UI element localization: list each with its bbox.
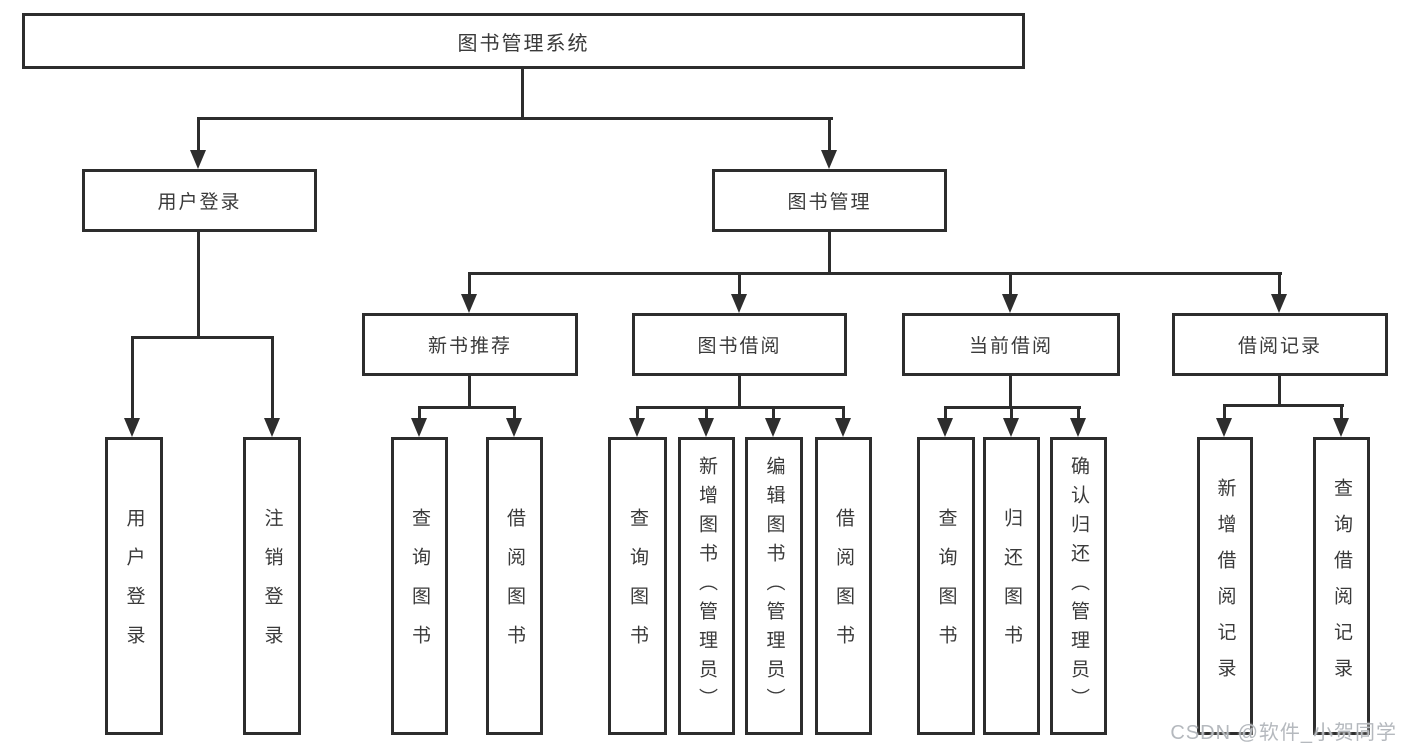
leaf-label: 确认归还（管理员） — [1068, 455, 1089, 717]
connector-line — [1278, 272, 1281, 296]
node-user-login: 用户登录 — [82, 169, 317, 232]
connector-line — [271, 336, 274, 421]
connector-line — [1010, 406, 1013, 420]
connector-line — [636, 406, 639, 420]
node-borrowing-records-label: 借阅记录 — [1237, 336, 1322, 357]
connector-line — [521, 69, 524, 120]
node-borrowing-records: 借阅记录 — [1172, 313, 1388, 376]
leaf-label: 查询图书 — [627, 508, 648, 664]
leaf-label: 查询图书 — [409, 508, 430, 664]
connector-line — [197, 117, 200, 152]
connector-line — [468, 272, 471, 296]
node-book-management-label: 图书管理 — [787, 192, 872, 213]
arrow-down-icon — [629, 418, 645, 437]
arrow-down-icon — [506, 418, 522, 437]
connector-line — [197, 117, 833, 120]
node-root: 图书管理系统 — [22, 13, 1025, 69]
connector-line — [705, 406, 708, 420]
node-current-borrowing: 当前借阅 — [902, 313, 1120, 376]
leaf-borrow-books-recommend: 借阅图书 — [486, 437, 543, 735]
leaf-label: 新增图书（管理员） — [696, 455, 717, 717]
leaf-add-borrow-record: 新增借阅记录 — [1197, 437, 1253, 735]
leaf-add-books-admin: 新增图书（管理员） — [678, 437, 735, 735]
arrow-down-icon — [765, 418, 781, 437]
connector-line — [1278, 376, 1281, 406]
connector-line — [828, 117, 831, 152]
leaf-confirm-return-admin: 确认归还（管理员） — [1050, 437, 1107, 735]
connector-line — [513, 406, 516, 420]
leaf-label: 查询借阅记录 — [1331, 478, 1352, 694]
arrow-down-icon — [1003, 418, 1019, 437]
leaf-label: 编辑图书（管理员） — [763, 455, 785, 717]
arrow-down-icon — [1216, 418, 1232, 437]
leaf-label: 用户登录 — [123, 508, 145, 664]
arrow-down-icon — [1070, 418, 1086, 437]
connector-line — [1009, 272, 1012, 296]
node-book-borrowing-label: 图书借阅 — [697, 336, 782, 357]
connector-line — [944, 406, 947, 420]
leaf-query-books-current: 查询图书 — [917, 437, 975, 735]
arrow-down-icon — [937, 418, 953, 437]
connector-line — [468, 272, 1282, 275]
connector-line — [738, 272, 741, 296]
connector-line — [738, 376, 741, 408]
node-new-book-recommend-label: 新书推荐 — [427, 336, 512, 357]
leaf-return-books: 归还图书 — [983, 437, 1040, 735]
leaf-label: 归还图书 — [1001, 508, 1022, 664]
connector-line — [1223, 404, 1344, 407]
connector-line — [636, 406, 845, 409]
leaf-edit-books-admin: 编辑图书（管理员） — [745, 437, 803, 735]
leaf-label: 新增借阅记录 — [1214, 478, 1236, 694]
connector-line — [1223, 404, 1226, 420]
connector-line — [418, 406, 516, 409]
leaf-borrow-books-borrowing: 借阅图书 — [815, 437, 872, 735]
csdn-watermark: CSDN @软件_小贺同学 — [1170, 722, 1397, 744]
connector-line — [1077, 406, 1080, 420]
arrow-down-icon — [461, 294, 477, 313]
leaf-label: 注销登录 — [261, 508, 283, 664]
arrow-down-icon — [1002, 294, 1018, 313]
arrow-down-icon — [731, 294, 747, 313]
connector-line — [772, 406, 775, 420]
leaf-logout: 注销登录 — [243, 437, 301, 735]
node-book-borrowing: 图书借阅 — [632, 313, 847, 376]
connector-line — [197, 232, 200, 339]
connector-line — [468, 376, 471, 408]
arrow-down-icon — [411, 418, 427, 437]
leaf-query-books-recommend: 查询图书 — [391, 437, 448, 735]
leaf-query-borrow-record: 查询借阅记录 — [1313, 437, 1370, 735]
connector-line — [131, 336, 134, 421]
connector-line — [828, 232, 831, 274]
arrow-down-icon — [821, 150, 837, 169]
arrow-down-icon — [264, 418, 280, 437]
arrow-down-icon — [124, 418, 140, 437]
arrow-down-icon — [698, 418, 714, 437]
connector-line — [1009, 376, 1012, 408]
leaf-label: 借阅图书 — [833, 508, 854, 664]
node-root-label: 图书管理系统 — [457, 32, 590, 55]
connector-line — [842, 406, 845, 420]
leaf-label: 查询图书 — [935, 508, 957, 664]
connector-line — [131, 336, 274, 339]
arrow-down-icon — [1271, 294, 1287, 313]
arrow-down-icon — [835, 418, 851, 437]
node-new-book-recommend: 新书推荐 — [362, 313, 578, 376]
node-book-management: 图书管理 — [712, 169, 947, 232]
arrow-down-icon — [1333, 418, 1349, 437]
arrow-down-icon — [190, 150, 206, 169]
leaf-label: 借阅图书 — [504, 508, 525, 664]
node-current-borrowing-label: 当前借阅 — [968, 336, 1053, 357]
leaf-query-books-borrowing: 查询图书 — [608, 437, 667, 735]
connector-line — [1340, 404, 1343, 420]
leaf-user-login: 用户登录 — [105, 437, 163, 735]
connector-line — [418, 406, 421, 420]
node-user-login-label: 用户登录 — [157, 192, 242, 213]
